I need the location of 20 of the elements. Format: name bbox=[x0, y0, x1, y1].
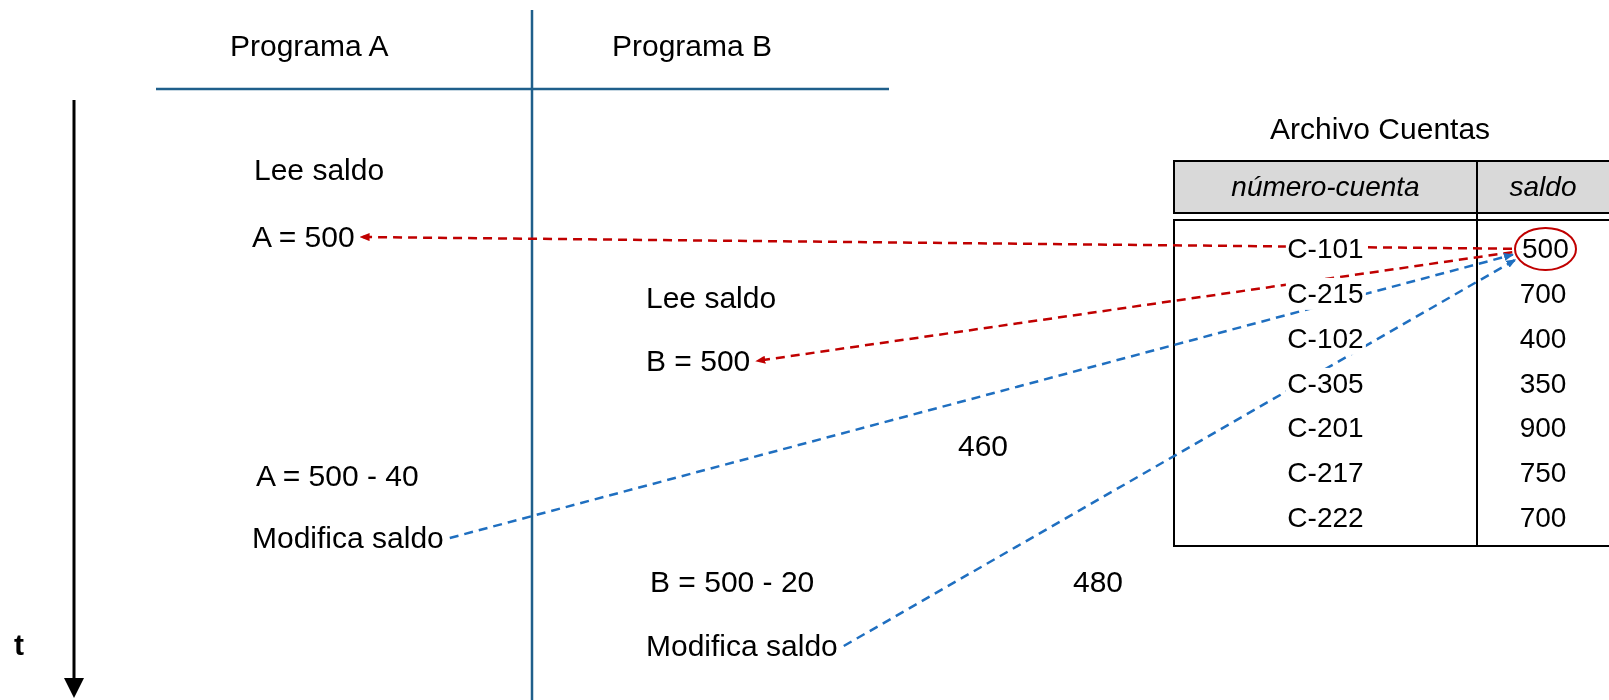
value-text: A = 500 bbox=[252, 219, 355, 255]
table-cell: C-215 bbox=[1285, 277, 1366, 311]
column-header: saldo bbox=[1508, 170, 1578, 204]
arrow bbox=[755, 250, 1513, 364]
step-text: Modifica saldo bbox=[646, 628, 838, 664]
column-header: número-cuenta bbox=[1230, 170, 1421, 204]
step-text: Modifica saldo bbox=[252, 520, 444, 556]
circled-value: 500 bbox=[1514, 226, 1577, 272]
value-text: B = 500 bbox=[646, 343, 751, 379]
step-text: Lee saldo bbox=[254, 152, 385, 188]
column-heading: Programa B bbox=[612, 28, 773, 64]
step-text: B = 500 - 20 bbox=[650, 564, 815, 600]
column-heading: Programa A bbox=[230, 28, 389, 64]
step-text: A = 500 - 40 bbox=[256, 458, 419, 494]
arrow bbox=[449, 253, 1514, 540]
axis-label: t bbox=[14, 627, 24, 663]
arrow bbox=[359, 233, 1512, 250]
step-text: Lee saldo bbox=[646, 280, 777, 316]
arrow bbox=[843, 258, 1517, 648]
table-title: Archivo Cuentas bbox=[1270, 111, 1491, 147]
